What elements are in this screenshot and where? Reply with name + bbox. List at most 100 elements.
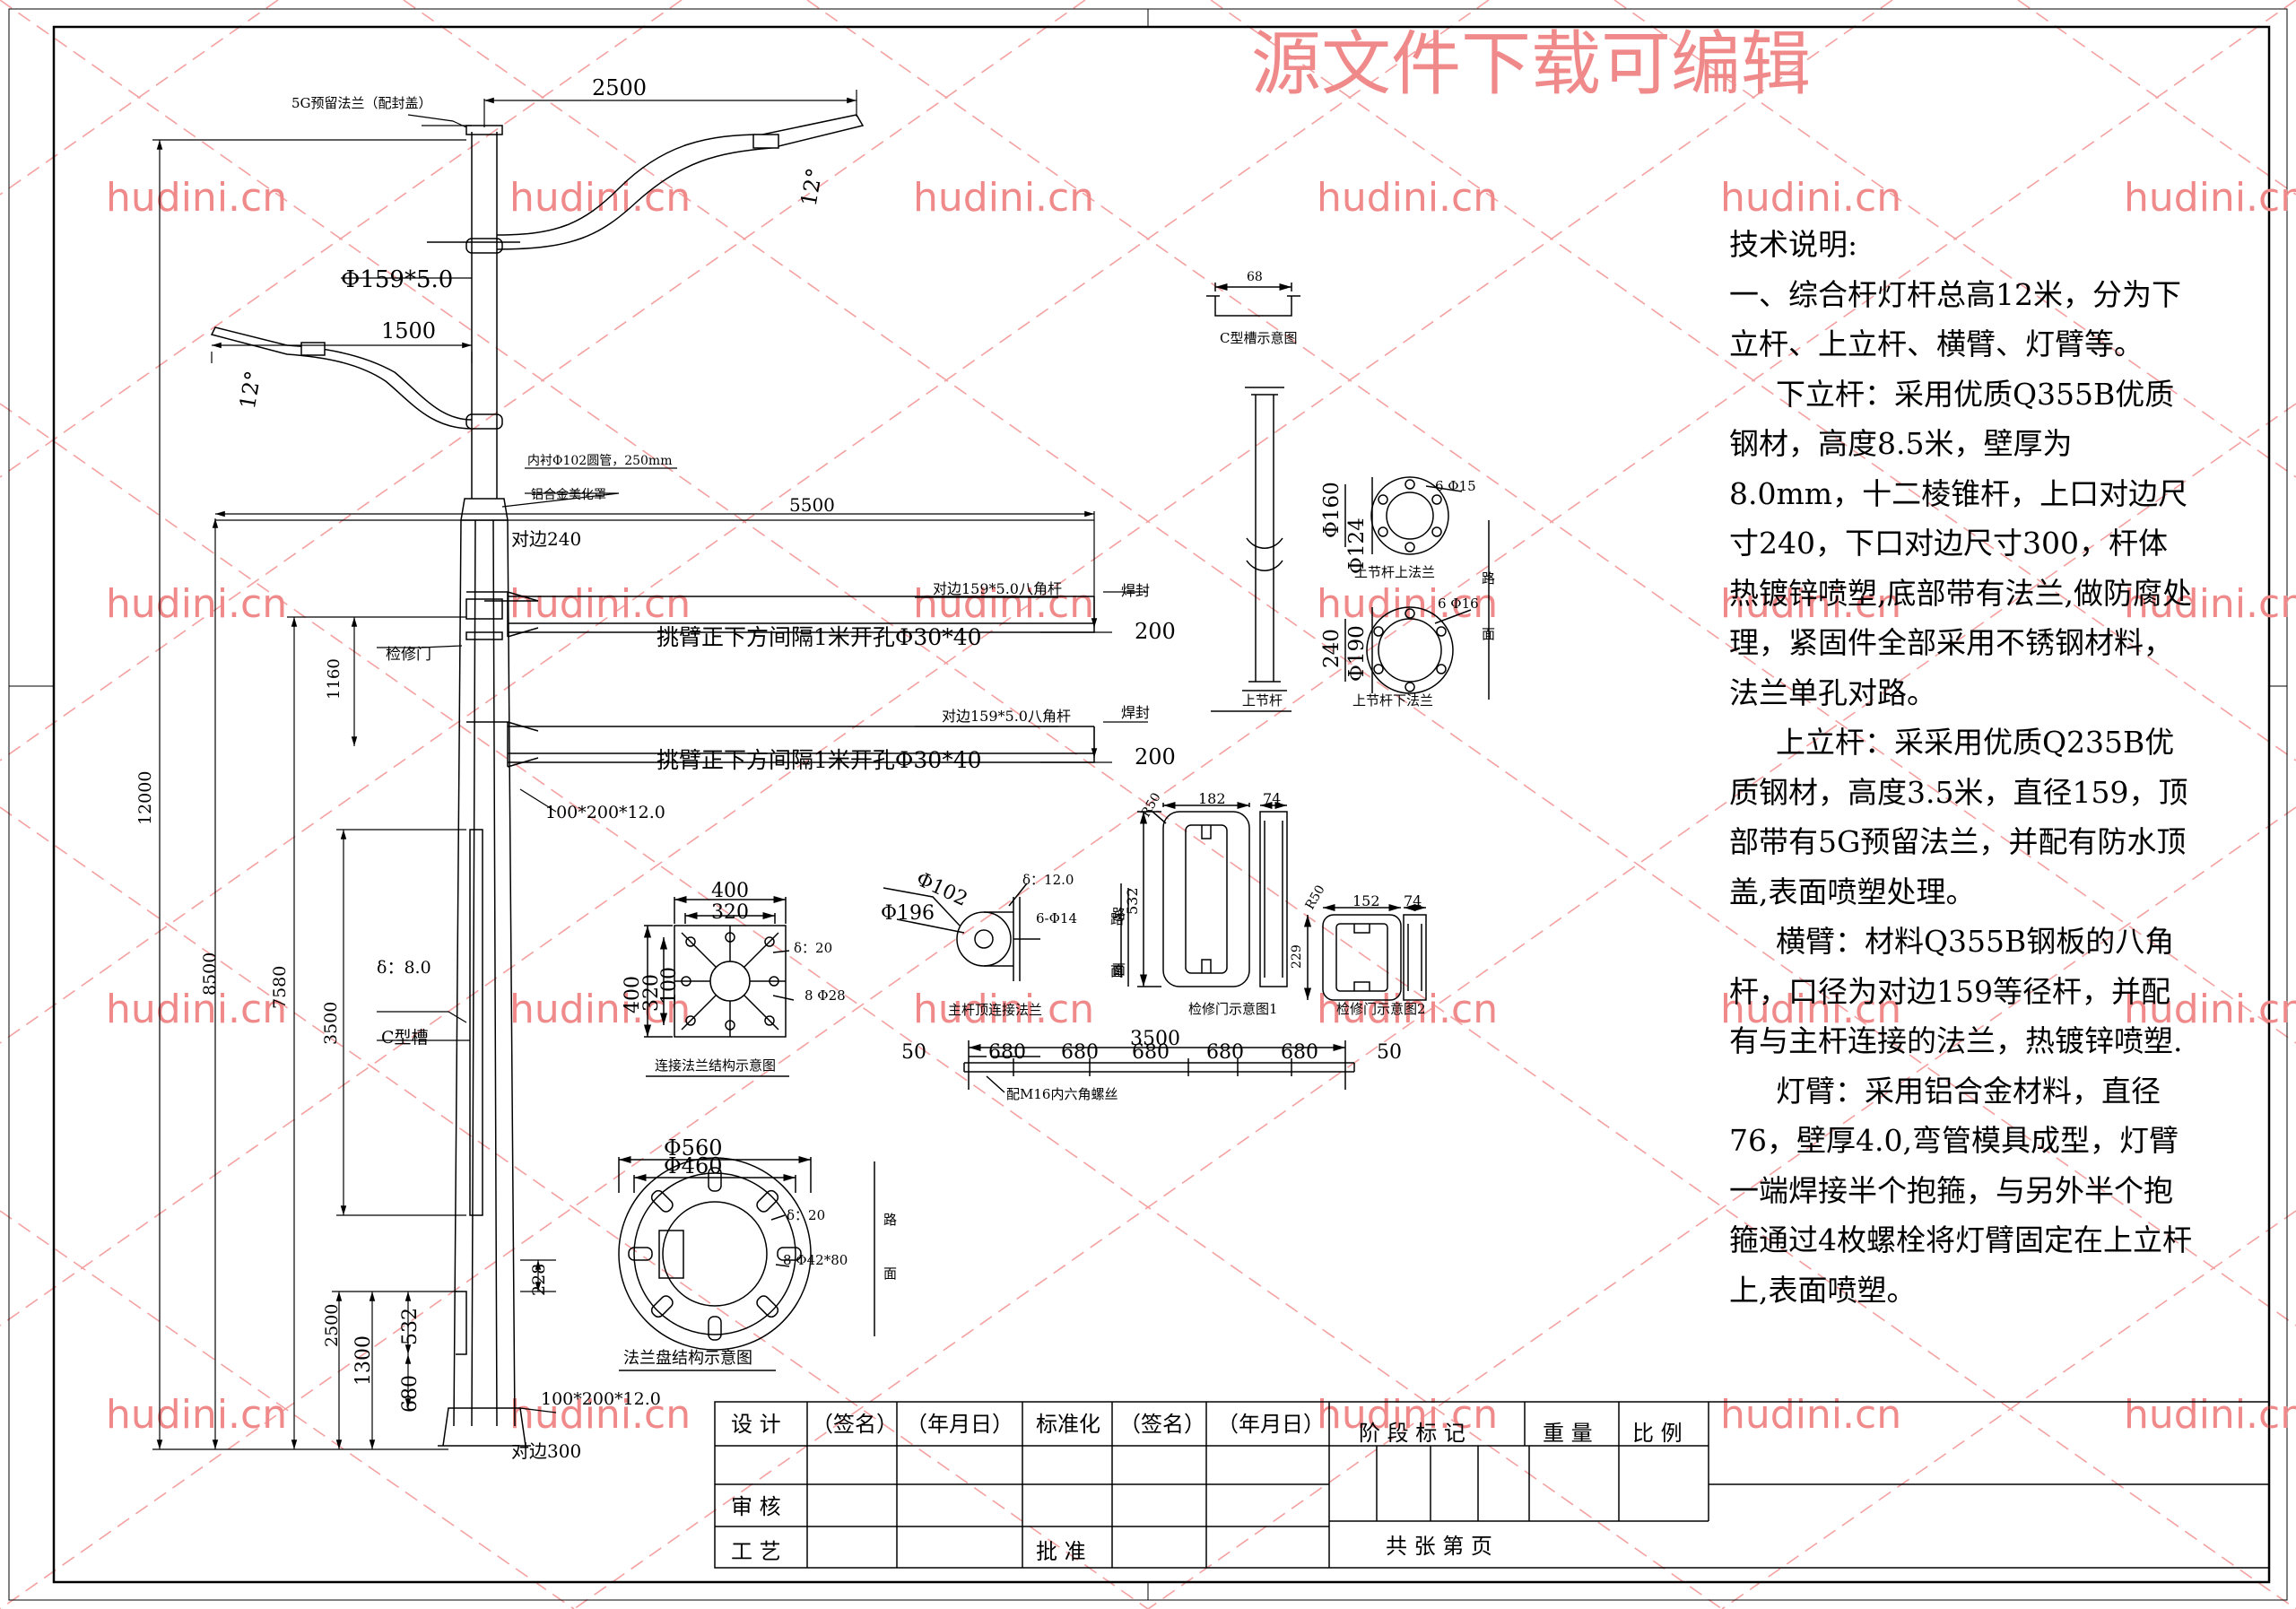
door1-title: 检修门示意图1 bbox=[1188, 1001, 1278, 1017]
tb-date2: （年月日） bbox=[1217, 1412, 1325, 1437]
dim-680: 680 bbox=[399, 1375, 422, 1413]
road-label-4: 路 bbox=[883, 1212, 897, 1228]
tb-approve: 批 准 bbox=[1036, 1539, 1086, 1564]
seal-label-2: 焊封 bbox=[1121, 704, 1150, 721]
door2-d74: 74 bbox=[1404, 892, 1422, 909]
c-channel-bar bbox=[963, 1040, 1355, 1093]
pole-dimensions bbox=[152, 90, 1148, 1450]
upper-flange-labels: Φ160 Φ124 6 Φ15 上节杆上法兰 240 Φ190 6 Φ16 上节… bbox=[1320, 478, 1495, 709]
door-label: 检修门 bbox=[386, 646, 431, 664]
door2-d229: 229 bbox=[1290, 944, 1304, 969]
dim-12000: 12000 bbox=[135, 771, 155, 825]
notes-para-1: 一、综合杆灯杆总高12米，分为下立杆、上立杆、横臂、灯臂等。 bbox=[1729, 276, 2181, 362]
upper-pole-flanges bbox=[1344, 476, 1490, 700]
wm-site: hudini.cn bbox=[1720, 1392, 1901, 1438]
door-detail-1 bbox=[1127, 801, 1288, 987]
bar-d680-5: 680 bbox=[1281, 1041, 1318, 1064]
side240-label: 对边240 bbox=[511, 528, 581, 550]
tb-date1: （年月日） bbox=[906, 1412, 1013, 1437]
wm-site: hudini.cn bbox=[913, 987, 1094, 1032]
lower-flange-title: 上节杆下法兰 bbox=[1352, 692, 1433, 709]
pole-elevation bbox=[210, 114, 1095, 1447]
plate100-label-bottom: 100*200*12.0 bbox=[541, 1389, 661, 1409]
dim-7580: 7580 bbox=[270, 966, 290, 1009]
seal-label-1: 焊封 bbox=[1121, 582, 1150, 599]
wm-site: hudini.cn bbox=[106, 581, 287, 627]
conn-d320-v: 320 bbox=[640, 974, 663, 1012]
title-block bbox=[714, 1401, 2270, 1569]
wm-site: hudini.cn bbox=[2124, 581, 2296, 627]
tb-sign2: （签名） bbox=[1119, 1412, 1205, 1437]
tb-sheets: 共 张 第 页 bbox=[1386, 1534, 1492, 1559]
c-channel-label: C型槽 bbox=[381, 1028, 429, 1048]
bar-d680-3: 680 bbox=[1132, 1041, 1170, 1064]
wm-site: hudini.cn bbox=[509, 1392, 691, 1438]
notes-para-2: 下立杆：采用优质Q355B优质钢材，高度8.5米，壁厚为8.0mm，十二棱锥杆，… bbox=[1729, 376, 2192, 710]
road-label-3: 路 bbox=[1112, 906, 1126, 922]
plate100-label-top: 100*200*12.0 bbox=[545, 803, 665, 822]
d240: 240 bbox=[1320, 629, 1344, 668]
notes-para-5: 灯臂：采用铝合金材料，直径76，壁厚4.0,弯管模具成型，灯臂一端焊接半个抱箍，… bbox=[1729, 1073, 2192, 1308]
connection-flange-labels: 400 320 400 320 100 δ：20 8 Φ28 连接法兰结构示意图 bbox=[622, 880, 846, 1074]
wm-site: hudini.cn bbox=[509, 175, 691, 221]
wm-site: hudini.cn bbox=[2124, 1392, 2296, 1438]
connection-flange bbox=[643, 895, 795, 1077]
wm-site: hudini.cn bbox=[1317, 1392, 1498, 1438]
bar-d680-1: 680 bbox=[988, 1041, 1026, 1064]
tb-design: 设 计 bbox=[731, 1412, 781, 1437]
alu-cover-label: 铝合金美化罩 bbox=[531, 488, 606, 502]
side300-label: 对边300 bbox=[511, 1440, 581, 1462]
road-label-1: 路 bbox=[1482, 570, 1495, 587]
door2-title: 检修门示意图2 bbox=[1336, 1001, 1426, 1017]
dim-532: 532 bbox=[399, 1308, 422, 1345]
base-holes: 8 Φ42*80 bbox=[783, 1252, 848, 1268]
dim-1300: 1300 bbox=[352, 1335, 375, 1386]
dim-2500-top: 2500 bbox=[592, 75, 647, 100]
holes-6-16: 6 Φ16 bbox=[1438, 596, 1479, 612]
bar-d680-4: 680 bbox=[1206, 1041, 1244, 1064]
tb-process: 工 艺 bbox=[731, 1539, 781, 1564]
base-flange-labels: Φ560 Φ460 δ：20 8 Φ42*80 法兰盘结构示意图 路 面 bbox=[623, 1135, 897, 1368]
inner-tube-label: 内衬Φ102圆管，250mm bbox=[527, 454, 672, 468]
surface-label-1: 面 bbox=[1482, 626, 1495, 642]
notes-para-3: 上立杆：采采用优质Q235B优质钢材，高度3.5米，直径159，顶部带有5G预留… bbox=[1729, 725, 2188, 909]
door-detail-1-labels: R50 182 74 532 路 面 检修门示意图1 bbox=[1112, 790, 1281, 1017]
d160: Φ160 bbox=[1320, 482, 1344, 538]
arm-spec-1: 对边159*5.0八角杆 bbox=[933, 580, 1062, 597]
dim-1160: 1160 bbox=[325, 658, 344, 700]
surface-label-2: 面 bbox=[1110, 963, 1124, 979]
title-block-labels: 设 计 （签名） （年月日） 标准化 （签名） （年月日） 阶 段 标 记 重 … bbox=[731, 1412, 1683, 1564]
base-title: 法兰盘结构示意图 bbox=[623, 1349, 752, 1368]
tb-review: 审 核 bbox=[731, 1494, 781, 1519]
dim-228: 228 bbox=[529, 1264, 549, 1296]
tf-delta12: δ：12.0 bbox=[1022, 872, 1074, 888]
flange-5g-label: 5G预留法兰（配封盖） bbox=[291, 95, 432, 111]
base-flange bbox=[618, 1155, 875, 1371]
tb-stage: 阶 段 标 记 bbox=[1359, 1421, 1465, 1446]
upper-pole bbox=[465, 125, 503, 499]
door-detail-2 bbox=[1303, 903, 1427, 1001]
dim-1500: 1500 bbox=[381, 318, 436, 344]
watermark-sites: hudini.cn hudini.cn hudini.cn hudini.cn … bbox=[106, 175, 2296, 1438]
bar-m16: 配M16内六角螺丝 bbox=[1006, 1086, 1118, 1102]
tf-holes: 6-Φ14 bbox=[1036, 910, 1077, 926]
c-slot bbox=[469, 829, 483, 1216]
tb-standard: 标准化 bbox=[1036, 1412, 1100, 1437]
angle-12-lower: 12° bbox=[235, 369, 266, 411]
c-channel-bar-labels: 3500 50 680 680 680 680 680 50 配M16内六角螺丝 bbox=[901, 1028, 1402, 1102]
door2-d152: 152 bbox=[1352, 892, 1380, 909]
dim-200-1: 200 bbox=[1135, 619, 1176, 644]
phi159-label: Φ159*5.0 bbox=[341, 266, 453, 293]
wm-site: hudini.cn bbox=[1317, 987, 1498, 1032]
conn-d400: 400 bbox=[711, 880, 749, 902]
conn-title: 连接法兰结构示意图 bbox=[655, 1057, 776, 1074]
cross-arm-2 bbox=[466, 721, 1095, 767]
watermark-header: 源文件下载可编辑 bbox=[1251, 24, 1811, 105]
tb-sign1: （签名） bbox=[812, 1412, 898, 1437]
bar-d3500: 3500 bbox=[1130, 1028, 1180, 1050]
conn-delta20: δ：20 bbox=[794, 940, 832, 956]
arm-spec-2: 对边159*5.0八角杆 bbox=[942, 708, 1071, 725]
bar-d50-right: 50 bbox=[1377, 1041, 1402, 1064]
dim-200-2: 200 bbox=[1135, 744, 1176, 770]
